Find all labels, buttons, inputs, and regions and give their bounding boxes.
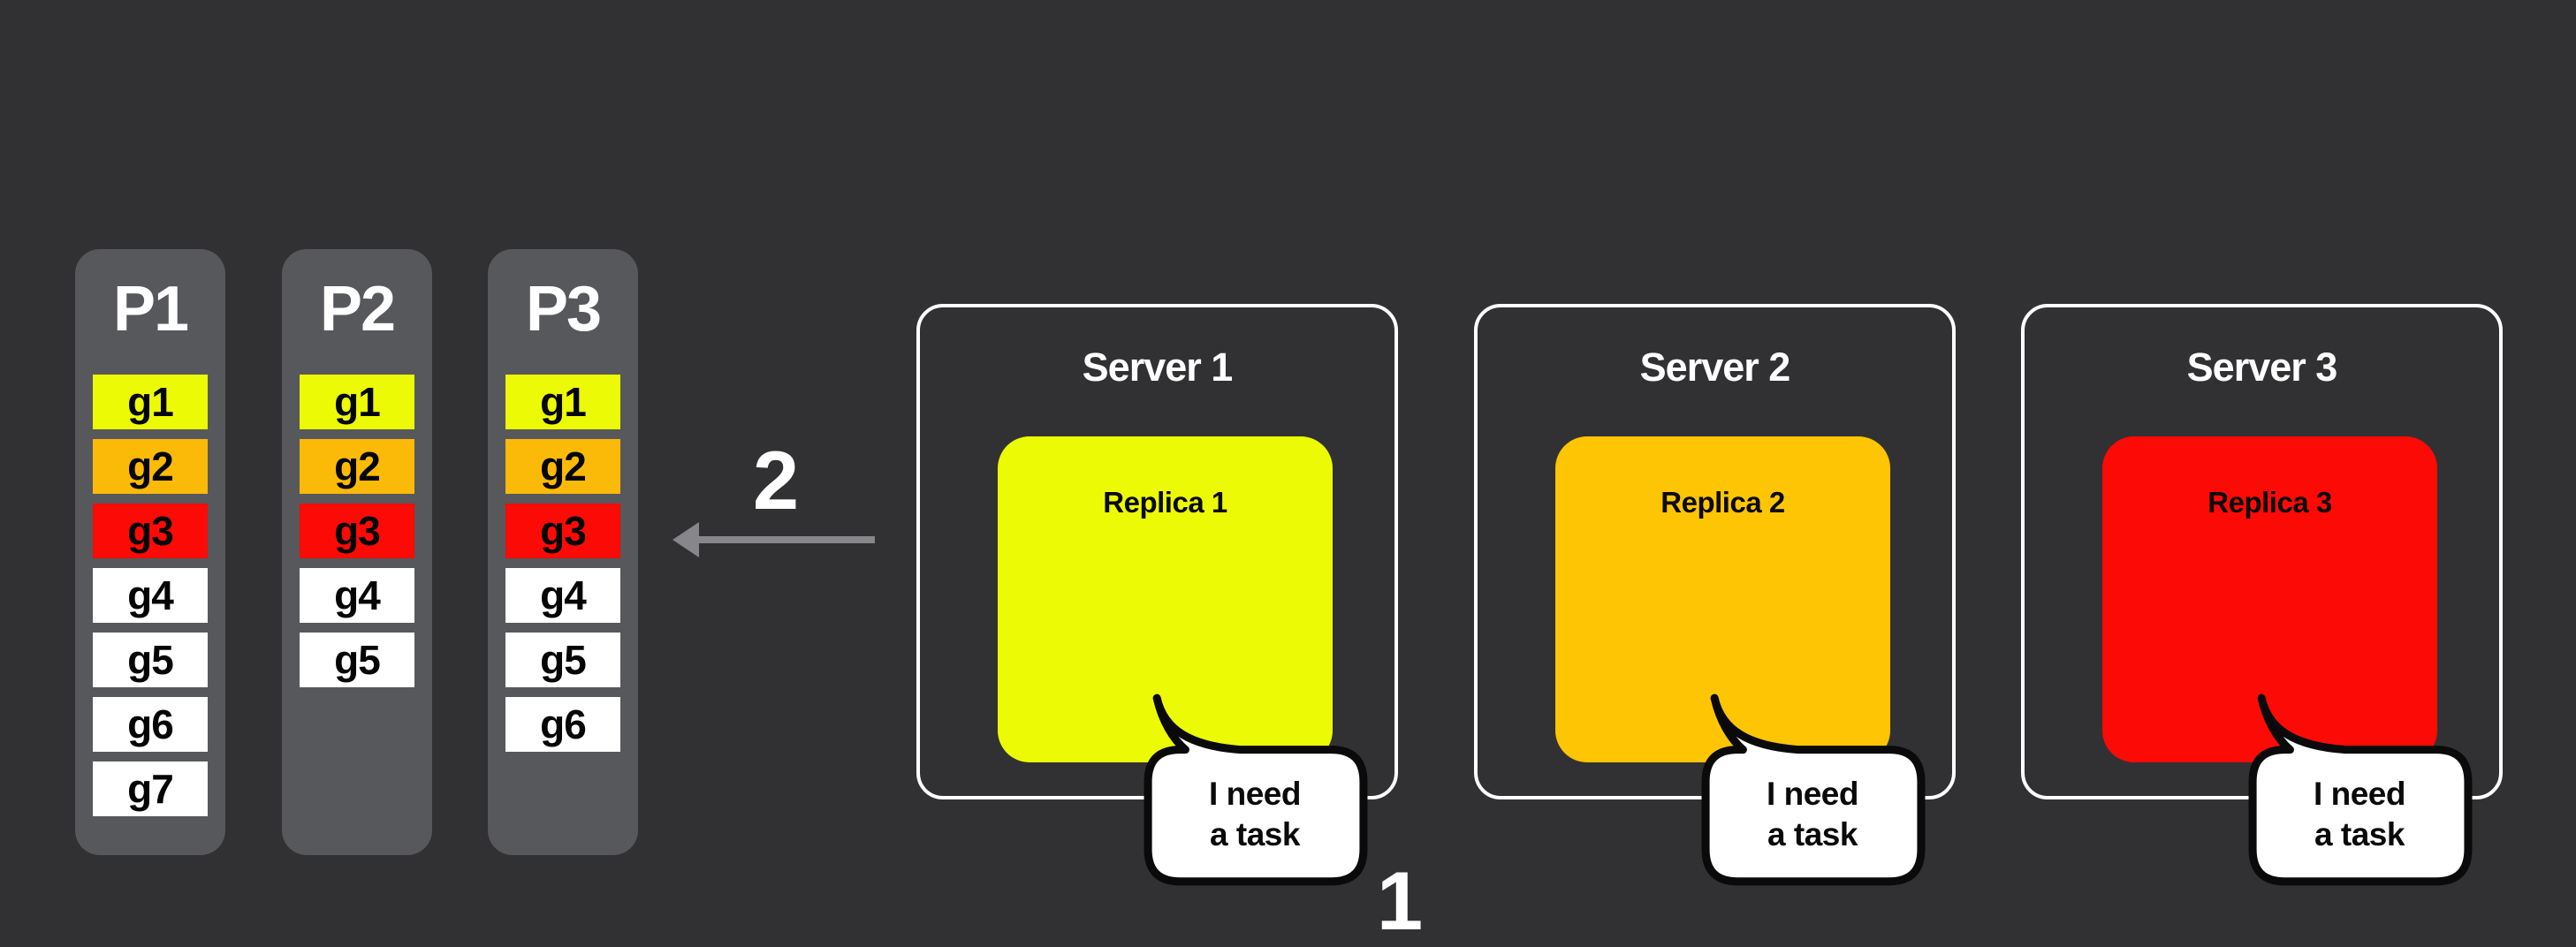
replica-box: Replica 2	[1555, 436, 1890, 762]
replica-label: Replica 3	[2207, 486, 2332, 519]
partition-title: P3	[525, 274, 602, 345]
task-cell: g3	[505, 504, 620, 558]
task-cell: g2	[300, 439, 414, 494]
task-cell: g1	[505, 375, 620, 429]
server-title: Server 3	[2186, 345, 2338, 390]
server-title: Server 2	[1639, 345, 1791, 390]
replica-label: Replica 1	[1103, 486, 1227, 519]
task-cell: g3	[300, 504, 414, 558]
partition-title: P1	[112, 274, 189, 345]
step-1-label: 1	[1376, 854, 1424, 947]
task-cell: g5	[93, 633, 208, 687]
partition-panel-p1: P1 g1 g2 g3 g4 g5 g6 g7	[75, 249, 225, 855]
replica-box: Replica 1	[998, 436, 1333, 762]
speech-bubble	[1701, 693, 1926, 886]
task-cell: g1	[93, 375, 208, 429]
server-box-2: Server 2 Replica 2	[1474, 304, 1956, 799]
server-title: Server 1	[1082, 345, 1234, 390]
left-arrow-icon	[672, 522, 875, 557]
task-list: g1 g2 g3 g4 g5 g6 g7	[93, 375, 208, 816]
server-box-3: Server 3 Replica 3	[2021, 304, 2503, 799]
task-cell: g4	[300, 568, 414, 623]
speech-bubble-text: I need a task	[1767, 776, 1858, 852]
task-list: g1 g2 g3 g4 g5	[300, 375, 414, 687]
speech-bubble-text: I need a task	[1209, 776, 1301, 852]
task-cell: g5	[300, 633, 414, 687]
replica-label: Replica 2	[1660, 486, 1785, 519]
task-cell: g6	[93, 697, 208, 752]
task-list: g1 g2 g3 g4 g5 g6	[505, 375, 620, 752]
task-cell: g5	[505, 633, 620, 687]
task-cell: g4	[93, 568, 208, 623]
speech-bubble	[2248, 693, 2473, 886]
task-cell: g2	[93, 439, 208, 494]
task-cell: g6	[505, 697, 620, 752]
server-box-1: Server 1 Replica 1	[916, 304, 1398, 799]
task-cell: g7	[93, 761, 208, 816]
partition-panel-p3: P3 g1 g2 g3 g4 g5 g6	[488, 249, 638, 855]
replica-box: Replica 3	[2102, 436, 2437, 762]
partition-panel-p2: P2 g1 g2 g3 g4 g5	[282, 249, 432, 855]
task-cell: g3	[93, 504, 208, 558]
partition-title: P2	[319, 274, 396, 345]
speech-bubble	[1144, 693, 1368, 886]
step-2-label: 2	[752, 434, 800, 527]
speech-bubble-text: I need a task	[2314, 776, 2405, 852]
task-cell: g1	[300, 375, 414, 429]
task-cell: g4	[505, 568, 620, 623]
task-cell: g2	[505, 439, 620, 494]
